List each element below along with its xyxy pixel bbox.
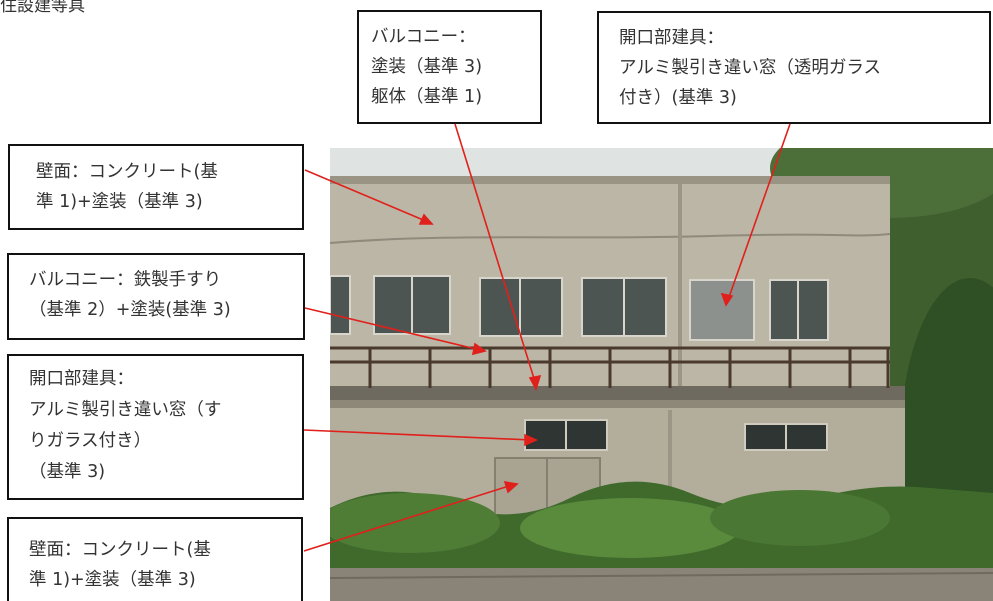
callout-line: 塗装（基準 3) — [371, 57, 483, 77]
building-photo — [330, 148, 993, 601]
callout-line: バルコニー： — [371, 27, 476, 47]
callout-balcony-top: バルコニー： 塗装（基準 3) 躯体（基準 1) — [357, 10, 542, 124]
callout-line: 壁面：コンクリート(基 — [36, 162, 218, 182]
callout-line: 付き）(基準 3) — [619, 88, 737, 108]
callout-line: りガラス付き） — [29, 431, 152, 451]
callout-wall-lower: 壁面：コンクリート(基 準 1)+塗装（基準 3) — [7, 517, 303, 601]
callout-window-lower: 開口部建具： アルミ製引き違い窓（す りガラス付き） （基準 3) — [7, 354, 304, 500]
callout-line: 開口部建具： — [619, 28, 724, 48]
callout-line: 準 1)+塗装（基準 3) — [36, 192, 203, 212]
callout-line: 開口部建具： — [29, 369, 134, 389]
callout-line: アルミ製引き違い窓（す — [29, 400, 222, 420]
building-illustration — [330, 148, 993, 601]
callout-window-upper: 開口部建具： アルミ製引き違い窓（透明ガラス 付き）(基準 3) — [597, 11, 991, 124]
callout-line: （基準 2）+塗装(基準 3) — [29, 300, 231, 320]
callout-balcony-railing: バルコニー：鉄製手すり （基準 2）+塗装(基準 3) — [7, 253, 305, 340]
balcony-slab — [330, 386, 905, 400]
header-fragment: 住設建等具 — [0, 0, 85, 16]
callout-line: アルミ製引き違い窓（透明ガラス — [619, 58, 881, 78]
callout-wall-upper: 壁面：コンクリート(基 準 1)+塗装（基準 3) — [8, 144, 304, 230]
callout-line: 壁面：コンクリート(基 — [29, 540, 211, 560]
callout-line: 準 1)+塗装（基準 3) — [29, 570, 196, 590]
callout-line: バルコニー：鉄製手すり — [29, 270, 222, 290]
callout-line: 躯体（基準 1) — [371, 87, 483, 107]
callout-line: （基準 3) — [29, 462, 106, 482]
